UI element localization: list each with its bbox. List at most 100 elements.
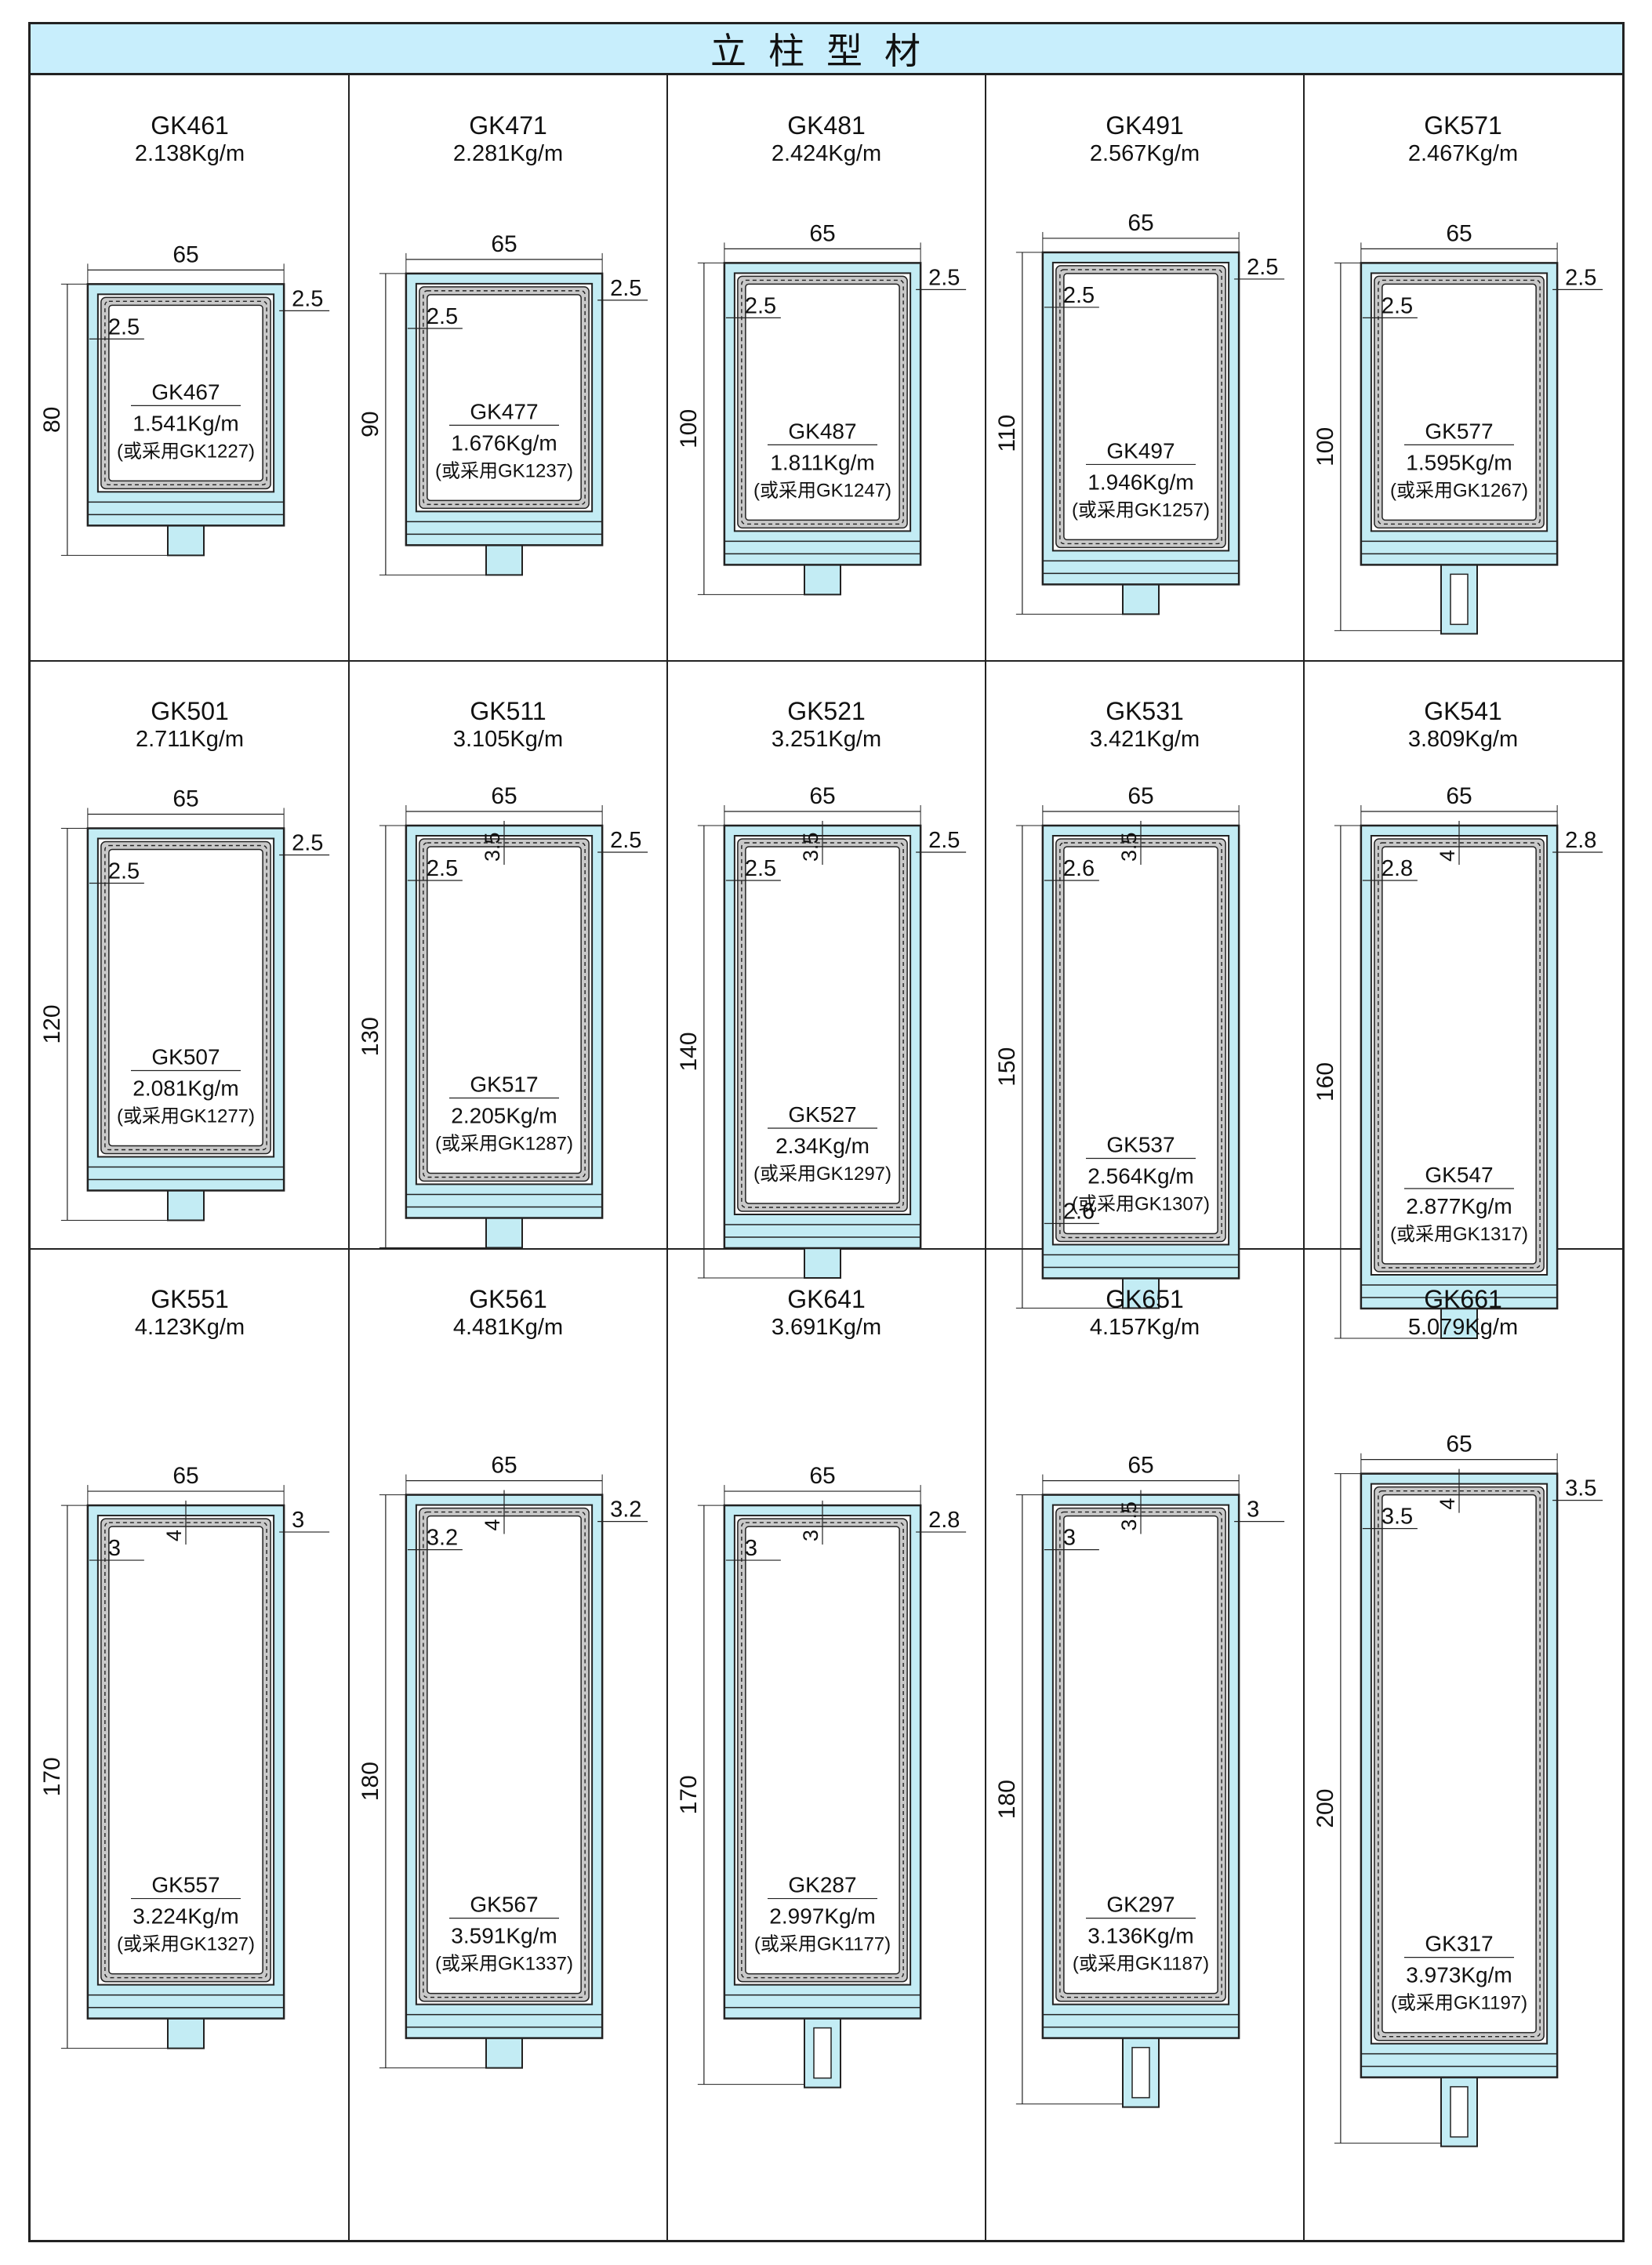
inner-sleeve-alternative: (或采用GK1177) [754, 1934, 891, 1955]
profile-weight: 2.138Kg/m [134, 141, 245, 166]
wall-right-label: 2.5 [610, 828, 641, 853]
inner-sleeve-hollow [427, 294, 582, 502]
inner-sleeve-centerline [1059, 269, 1222, 545]
grid-column-divider [666, 75, 668, 2240]
wall-right-label: 2.5 [292, 286, 323, 311]
inner-sleeve-alternative: (或采用GK1267) [1390, 480, 1528, 501]
inner-sleeve-weight: 2.205Kg/m [451, 1104, 557, 1128]
height-label: 100 [676, 409, 702, 448]
wall-right-label: 3.2 [610, 1497, 641, 1523]
inner-sleeve-centerline [423, 1511, 586, 1998]
inner-sleeve-alternative: (或采用GK1227) [117, 441, 255, 462]
wall-top-label: 4 [481, 1519, 504, 1531]
inner-sleeve-centerline [1059, 842, 1222, 1239]
inner-sleeve-alternative: (或采用GK1197) [1391, 1993, 1527, 2014]
profile-weight: 2.467Kg/m [1407, 141, 1519, 166]
width-label: 65 [1446, 220, 1472, 246]
wall-left-label: 3.2 [427, 1526, 458, 1551]
height-label: 160 [1313, 1062, 1338, 1102]
inner-sleeve-code: GK317 [1425, 1932, 1493, 1956]
inner-sleeve-weight: 1.595Kg/m [1406, 450, 1512, 474]
height-label: 180 [994, 1780, 1020, 1819]
height-label: 150 [994, 1047, 1020, 1087]
width-label: 65 [491, 231, 517, 257]
profile-stem-slot [813, 2027, 832, 2079]
wall-left-label: 2.6 [1063, 856, 1095, 881]
inner-sleeve-alternative: (或采用GK1247) [753, 480, 891, 501]
inner-sleeve-centerline [423, 290, 586, 506]
inner-sleeve-weight: 3.591Kg/m [451, 1924, 557, 1948]
grid-row-divider [31, 660, 1622, 662]
inner-sleeve-code: GK527 [788, 1102, 856, 1127]
wall-top-label: 3.5 [1117, 1501, 1141, 1531]
profile-code: GK471 [469, 111, 547, 140]
wall-left-label: 3.5 [1382, 1505, 1413, 1530]
profile-stem [167, 521, 205, 557]
height-label: 90 [358, 411, 383, 437]
inner-sleeve-alternative: (或采用GK1257) [1072, 499, 1210, 521]
wall-left-label: 2.5 [745, 856, 776, 881]
profile-weight: 3.105Kg/m [452, 727, 564, 752]
width-label: 65 [1127, 783, 1153, 809]
inner-sleeve-code: GK487 [788, 419, 856, 443]
grid-column-divider [1303, 75, 1305, 2240]
profile-weight: 3.421Kg/m [1089, 727, 1200, 752]
profile-weight: 4.157Kg/m [1089, 1315, 1200, 1340]
inner-sleeve-alternative: (或采用GK1237) [435, 460, 573, 481]
profile-weight: 2.424Kg/m [771, 141, 882, 166]
inner-sleeve-hollow [108, 848, 263, 1147]
inner-sleeve-centerline [104, 844, 267, 1151]
inner-sleeve-alternative: (或采用GK1287) [435, 1134, 573, 1155]
height-label: 100 [1313, 427, 1338, 466]
height-label: 200 [1313, 1789, 1338, 1828]
profile-code: GK481 [787, 111, 866, 140]
profile-code: GK561 [469, 1285, 547, 1313]
inner-sleeve-centerline [1378, 279, 1541, 525]
profile-code: GK501 [151, 697, 229, 725]
inner-sleeve-code: GK497 [1106, 438, 1175, 463]
wall-right-label: 3 [1247, 1497, 1259, 1523]
profile-code: GK641 [787, 1285, 866, 1313]
profile-stem-slot [1131, 2046, 1150, 2099]
wall-top-label: 3.5 [1117, 832, 1141, 862]
width-label: 65 [491, 783, 517, 809]
inner-sleeve-weight: 2.081Kg/m [133, 1076, 238, 1101]
wall-top-label: 3.5 [481, 832, 504, 862]
profile-weight: 2.567Kg/m [1089, 141, 1200, 166]
width-label: 65 [809, 1463, 835, 1489]
profile-stem-slot [1450, 573, 1469, 626]
inner-sleeve-weight: 3.136Kg/m [1087, 1924, 1193, 1948]
page-header: 立柱型材 [28, 22, 1625, 75]
profile-code: GK651 [1106, 1285, 1184, 1313]
inner-sleeve-alternative: (或采用GK1277) [117, 1106, 255, 1127]
wall-right-label: 2.5 [928, 265, 960, 290]
inner-sleeve-code: GK557 [151, 1873, 220, 1897]
inner-sleeve-weight: 2.564Kg/m [1087, 1164, 1193, 1189]
inner-sleeve-code: GK477 [470, 399, 538, 423]
profile-stem [485, 2034, 523, 2069]
width-label: 65 [1446, 1432, 1472, 1457]
wall-left-label: 3 [108, 1536, 121, 1561]
inner-sleeve-weight: 2.34Kg/m [775, 1134, 870, 1158]
height-label: 140 [676, 1032, 702, 1071]
profile-stem [167, 1186, 205, 1221]
profile-code: GK551 [151, 1285, 229, 1313]
inner-sleeve-hollow [745, 283, 900, 521]
profile-code: GK571 [1424, 111, 1502, 140]
inner-sleeve-weight: 1.946Kg/m [1087, 470, 1193, 494]
wall-right-label: 2.5 [1565, 265, 1596, 290]
wall-bottom-label: 2.6 [1063, 1200, 1095, 1225]
